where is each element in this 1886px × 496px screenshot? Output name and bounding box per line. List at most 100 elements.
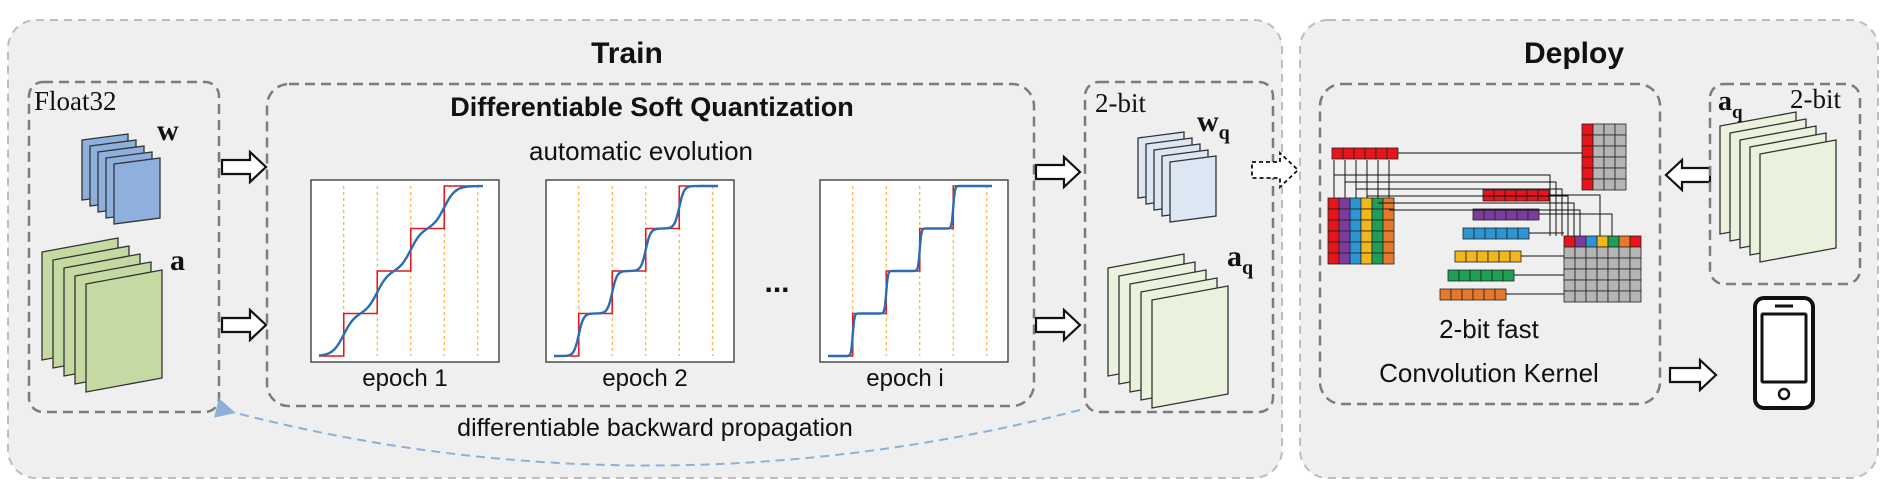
arrow-dsq-to-2bit-bottom [1034,307,1082,343]
output-grid-cell [1585,290,1598,303]
output-grid-cell [1563,279,1576,292]
weight-gray-cell [1603,123,1616,136]
weight-gray-cell [1614,156,1627,169]
arrow-dsq-to-2bit-top [1034,154,1082,190]
activation-matrix-cell [1338,230,1351,243]
output-grid-cell [1563,246,1576,259]
output-grid-cell [1596,279,1609,292]
weight-gray-cell [1603,156,1616,169]
output-grid-cell [1574,268,1587,281]
arrow-kernel-to-phone [1668,357,1718,393]
output-grid-cell [1629,246,1642,259]
arrow-float-to-dsq-top [220,149,268,185]
red-row-cell [1364,147,1377,160]
weight-red-cell [1581,156,1594,169]
kernel-row-cell [1454,250,1467,263]
weight-gray-cell [1592,134,1605,147]
activation-matrix-cell [1327,208,1340,221]
kernel-label-line2: Convolution Kernel [1379,358,1599,388]
kernel-row-cell [1491,269,1504,282]
output-grid-cell [1563,257,1576,270]
kernel-row-cell [1509,250,1522,263]
output-grid-cell [1618,246,1631,259]
output-grid-cell [1585,268,1598,281]
weight-gray-cell [1592,178,1605,191]
weight-gray-cell [1603,167,1616,180]
soft-quantization-curve [554,184,718,358]
output-grid-cell [1574,290,1587,303]
activation-matrix-cell [1327,197,1340,210]
output-grid-cell [1596,257,1609,270]
activation-matrix-cell [1338,197,1351,210]
output-grid-cell [1618,257,1631,270]
output-grid-cell [1618,235,1631,248]
backward-propagation-arrow [214,398,1081,467]
sheet [1151,285,1229,409]
output-grid-cell [1629,257,1642,270]
output-grid-cell [1629,268,1642,281]
kernel-wire [1378,202,1575,236]
activation-matrix-cell [1338,241,1351,254]
weight-gray-cell [1603,134,1616,147]
output-grid-cell [1607,279,1620,292]
activation-matrix-cell [1349,197,1362,210]
activation-matrix-cell [1371,208,1384,221]
kernel-row-cell [1462,227,1475,240]
activation-matrix-cell [1371,252,1384,265]
kernel-row-cell [1517,227,1530,240]
deploy-activation-box [1708,82,1862,286]
kernel-row-cell [1483,288,1496,301]
activation-matrix-cell [1360,197,1373,210]
arrow-activation-to-kernel [1664,157,1712,193]
kernel-row-cell [1495,227,1508,240]
output-grid-cell [1629,235,1642,248]
activation-matrix-cell [1349,252,1362,265]
activation-matrix-cell [1349,219,1362,232]
red-row-cell [1386,147,1399,160]
dsq-title: Differentiable Soft Quantization [450,92,854,122]
kernel-row-cell [1494,208,1507,221]
kernel-row-cell [1439,288,1452,301]
activation-matrix-cell [1382,241,1395,254]
kernel-row-cell [1461,288,1474,301]
output-grid-cell [1574,257,1587,270]
weight-gray-cell [1614,123,1627,136]
kernel-row-cell [1473,227,1486,240]
quantized-weight-stack [1137,131,1217,223]
sheet [1759,139,1837,263]
output-grid-cell [1618,290,1631,303]
activation-matrix-cell [1338,219,1351,232]
output-grid-cell [1563,268,1576,281]
weight-gray-cell [1592,156,1605,169]
kernel-wire [1345,181,1557,236]
kernel-row-cell [1505,208,1518,221]
red-row-cell [1331,147,1344,160]
activation-matrix-cell [1371,219,1384,232]
kernel-row-cell [1494,288,1507,301]
kernel-row-cell [1450,288,1463,301]
output-grid-cell [1585,235,1598,248]
kernel-box [1318,82,1662,406]
quantized-activation-label: aq [1227,240,1253,279]
float-weight-label: w [157,114,179,147]
weight-gray-cell [1614,134,1627,147]
kernel-row-cell [1472,288,1485,301]
activation-matrix-cell [1349,208,1362,221]
kernel-wire [1539,213,1613,236]
output-grid-cell [1596,235,1609,248]
output-grid-cell [1574,279,1587,292]
float-activation-stack [41,237,163,393]
output-grid-cell [1563,290,1576,303]
kernel-row-cell [1498,250,1511,263]
output-grid-cell [1607,268,1620,281]
output-grid-cell [1607,235,1620,248]
kernel-row-cell [1516,208,1529,221]
activation-matrix-cell [1338,208,1351,221]
output-grid-cell [1618,279,1631,292]
activation-matrix-cell [1327,241,1340,254]
output-grid-cell [1574,235,1587,248]
kernel-row-cell [1458,269,1471,282]
kernel-row-cell [1447,269,1460,282]
activation-matrix-cell [1327,219,1340,232]
